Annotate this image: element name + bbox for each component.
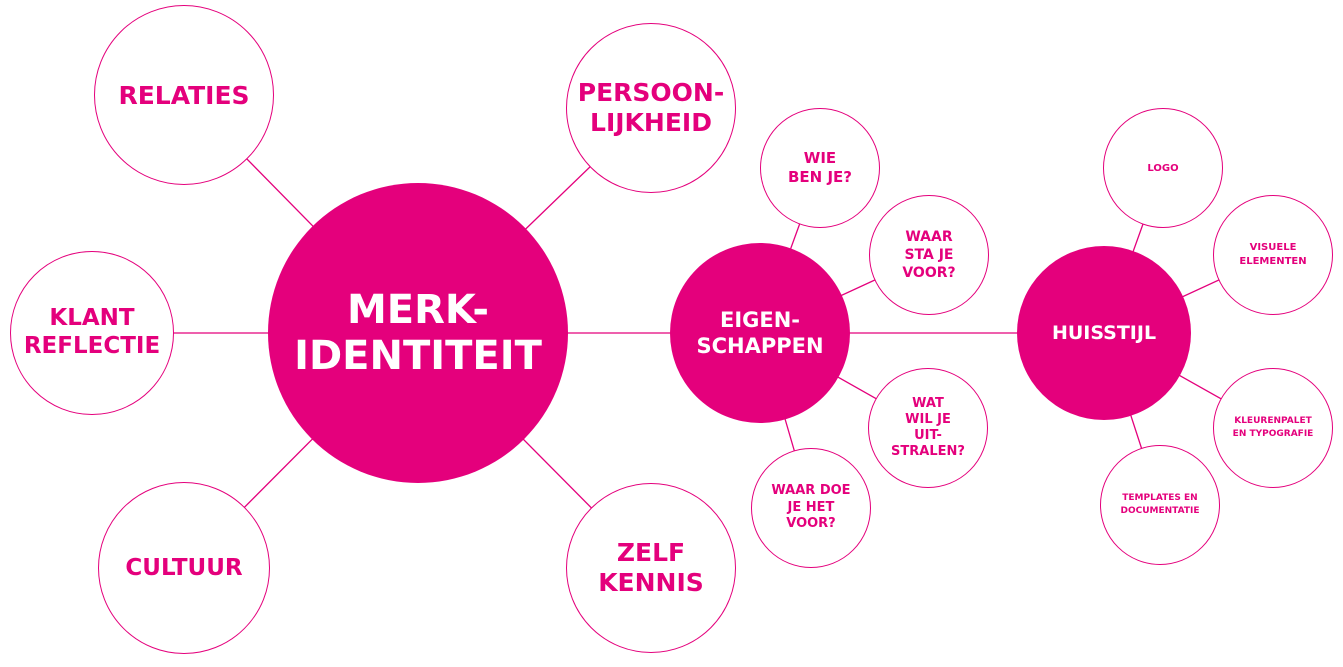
node-templates-documentatie: templates en documentatie [1100, 445, 1220, 565]
node-wat-wil-je-uitstralen-label: wat wil je uit- stralen? [891, 395, 965, 460]
node-zelf-kennis: zelf kennis [566, 483, 736, 653]
node-relaties: relaties [94, 5, 274, 185]
node-cultuur: cultuur [98, 482, 270, 654]
node-waar-sta-je-voor-label: waar sta je voor? [902, 228, 956, 282]
node-huisstijl: huisstijl [1017, 246, 1191, 420]
node-huisstijl-label: huisstijl [1051, 322, 1157, 344]
node-merk-identiteit: merk- identiteit [268, 183, 568, 483]
node-wie-ben-je: wie ben je? [760, 108, 880, 228]
node-klant-reflectie-label: klant reflectie [23, 305, 161, 359]
node-cultuur-label: cultuur [125, 555, 243, 581]
node-relaties-label: relaties [118, 80, 250, 110]
node-waar-doe-je-het-voor-label: waar doe je het voor? [771, 482, 851, 532]
node-logo-label: logo [1147, 162, 1179, 174]
node-eigenschappen: eigen- schappen [670, 243, 850, 423]
node-kleurenpalet-typografie-label: kleurenpalet en typografie [1232, 415, 1314, 440]
node-waar-sta-je-voor: waar sta je voor? [869, 195, 989, 315]
node-wat-wil-je-uitstralen: wat wil je uit- stralen? [868, 368, 988, 488]
node-visuele-elementen-label: visuele elementen [1239, 242, 1307, 267]
node-logo: logo [1103, 108, 1223, 228]
node-persoonlijkheid: persoon- lijkheid [566, 23, 736, 193]
node-eigenschappen-label: eigen- schappen [696, 307, 824, 358]
node-waar-doe-je-het-voor: waar doe je het voor? [751, 448, 871, 568]
node-merk-identiteit-label: merk- identiteit [294, 287, 542, 379]
node-wie-ben-je-label: wie ben je? [788, 148, 852, 187]
node-visuele-elementen: visuele elementen [1213, 195, 1333, 315]
node-klant-reflectie: klant reflectie [10, 251, 174, 415]
node-templates-documentatie-label: templates en documentatie [1120, 492, 1200, 517]
node-persoonlijkheid-label: persoon- lijkheid [577, 78, 725, 137]
node-kleurenpalet-typografie: kleurenpalet en typografie [1213, 368, 1333, 488]
node-zelf-kennis-label: zelf kennis [598, 538, 704, 597]
